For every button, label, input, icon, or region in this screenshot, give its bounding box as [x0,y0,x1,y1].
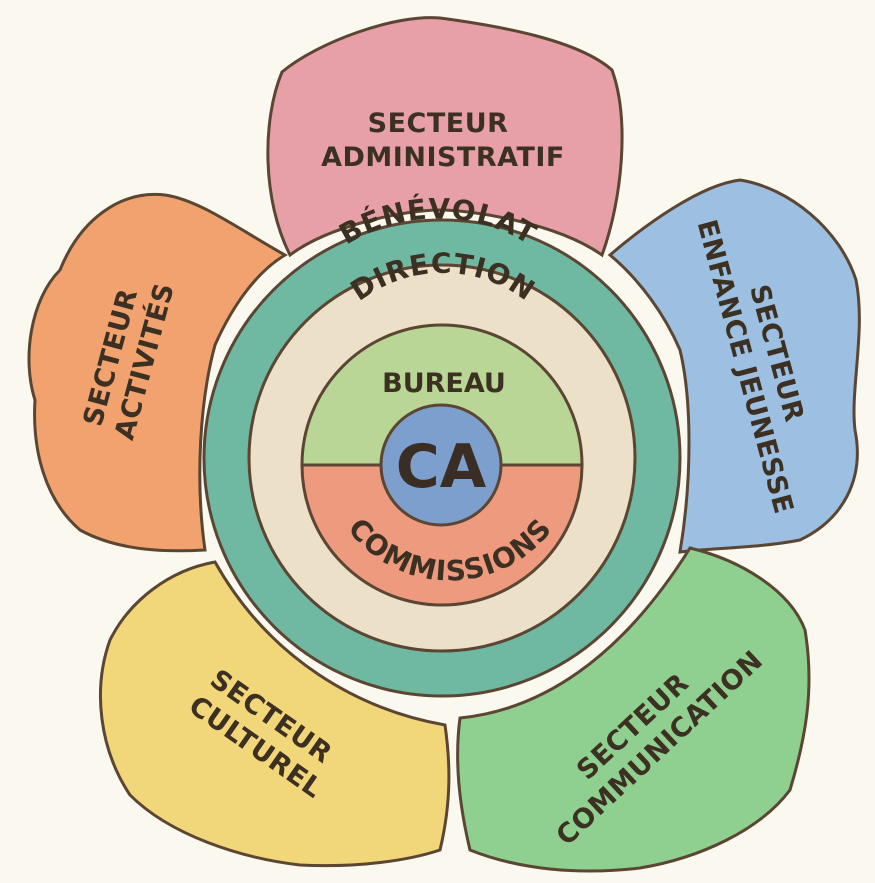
petal-administratif-line1: SECTEUR [368,108,509,139]
petal-enfance-jeunesse-shape [607,178,861,554]
petal-administratif: SECTEUR ADMINISTRATIF [266,16,624,258]
petal-administratif-line2: ADMINISTRATIF [321,142,565,173]
bureau-label: BUREAU [382,368,506,399]
petal-culturel-shape [99,560,451,868]
petal-communication: SECTEUR COMMUNICATION [456,546,811,873]
ca-circle [379,403,503,527]
petal-administratif-shape [266,16,624,258]
petal-activites: SECTEUR ACTIVITÉS [27,192,288,553]
bureau-half [300,323,584,467]
svg-text:SECTEUR ADMINISTRATIF: SECTEUR ADMINISTRATIF [321,108,565,173]
petal-activites-shape [27,192,288,553]
petal-enfance-jeunesse: SECTEUR ENFANCE JEUNESSE [607,178,861,554]
petal-communication-shape [456,546,811,873]
commissions-half [300,463,584,607]
center-ca: CA [379,403,503,527]
inner-circle: BUREAU COMMISSIONS [300,323,584,607]
petal-culturel: SECTEUR CULTUREL [99,560,451,868]
ca-label: CA [396,432,487,502]
